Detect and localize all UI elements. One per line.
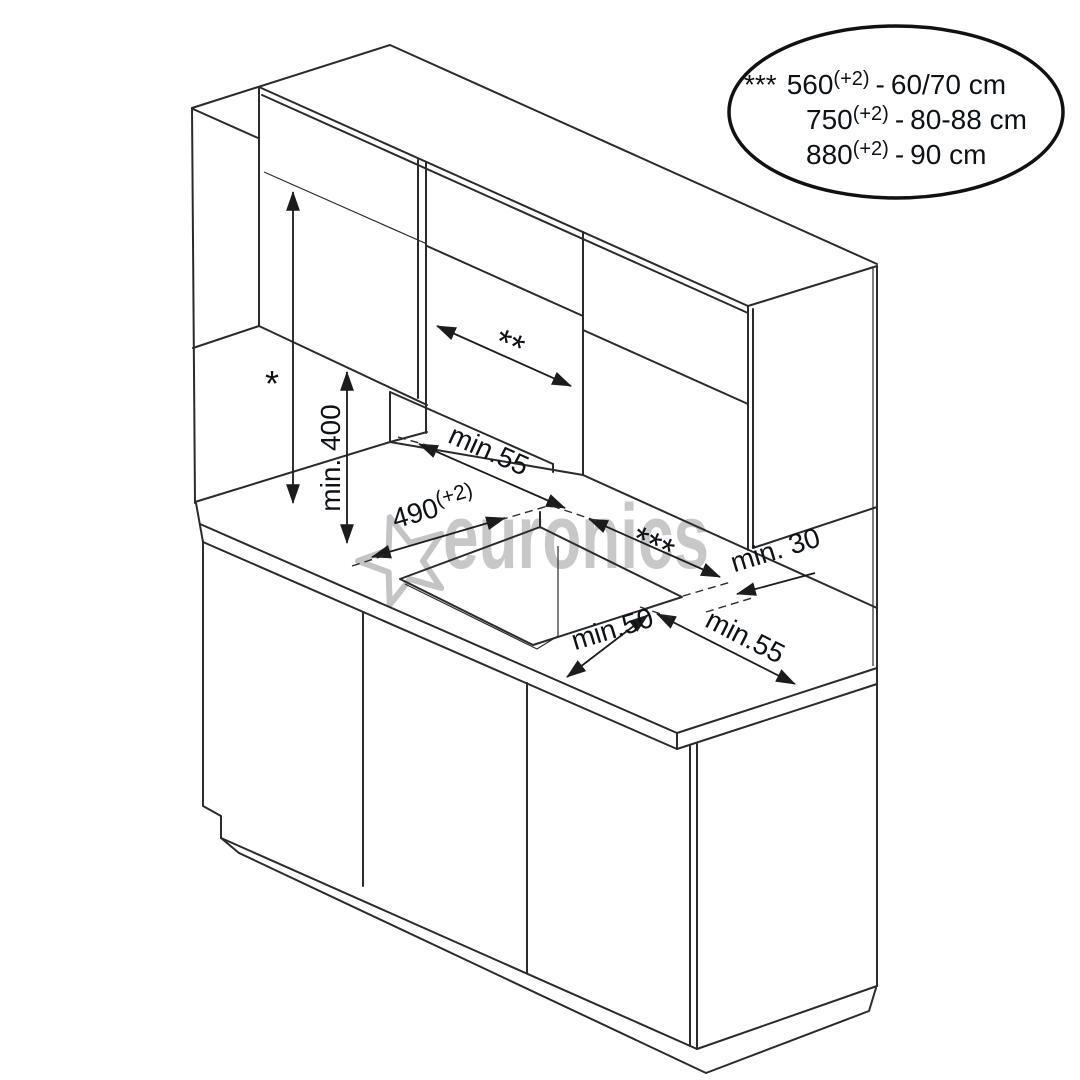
callout-stars: *** xyxy=(744,69,777,100)
callout-range: 60/70 cm xyxy=(891,69,1006,100)
dimension-arrows xyxy=(286,191,816,685)
dim-label-star: * xyxy=(265,363,279,404)
dim-label-min30: min. 30 xyxy=(727,522,824,578)
dim-490-number: 490 xyxy=(388,492,441,535)
callout-range: 80-88 cm xyxy=(910,104,1027,135)
callout-tolerance: (+2) xyxy=(853,103,889,125)
callout-range: 90 cm xyxy=(910,139,986,170)
callout-tolerance: (+2) xyxy=(833,68,869,90)
callout-size: 560 xyxy=(787,69,834,100)
callout-size: 880 xyxy=(806,139,853,170)
dim-label-double-star: ** xyxy=(489,320,530,369)
dim-label-min50: min.50 xyxy=(568,602,657,656)
callout-line-2: 750(+2)-80-88 cm xyxy=(806,103,1027,135)
callout-line-1: *** 560(+2)-60/70 cm xyxy=(744,68,1006,100)
callout-separator: - xyxy=(876,69,885,100)
callout-tolerance: (+2) xyxy=(853,138,889,160)
callout-separator: - xyxy=(895,104,904,135)
callout-separator: - xyxy=(895,139,904,170)
dim-label-min400: min. 400 xyxy=(315,404,346,511)
callout-size: 750 xyxy=(806,104,853,135)
dim-label-min55-back: min.55 xyxy=(444,419,533,482)
callout-line-3: 880(+2)-90 cm xyxy=(806,138,986,170)
callout-outline xyxy=(727,24,1065,200)
spec-callout-ellipse: ***560(+2)-60/70 cm 750(+2)-80-88 cm 880… xyxy=(727,24,1065,200)
